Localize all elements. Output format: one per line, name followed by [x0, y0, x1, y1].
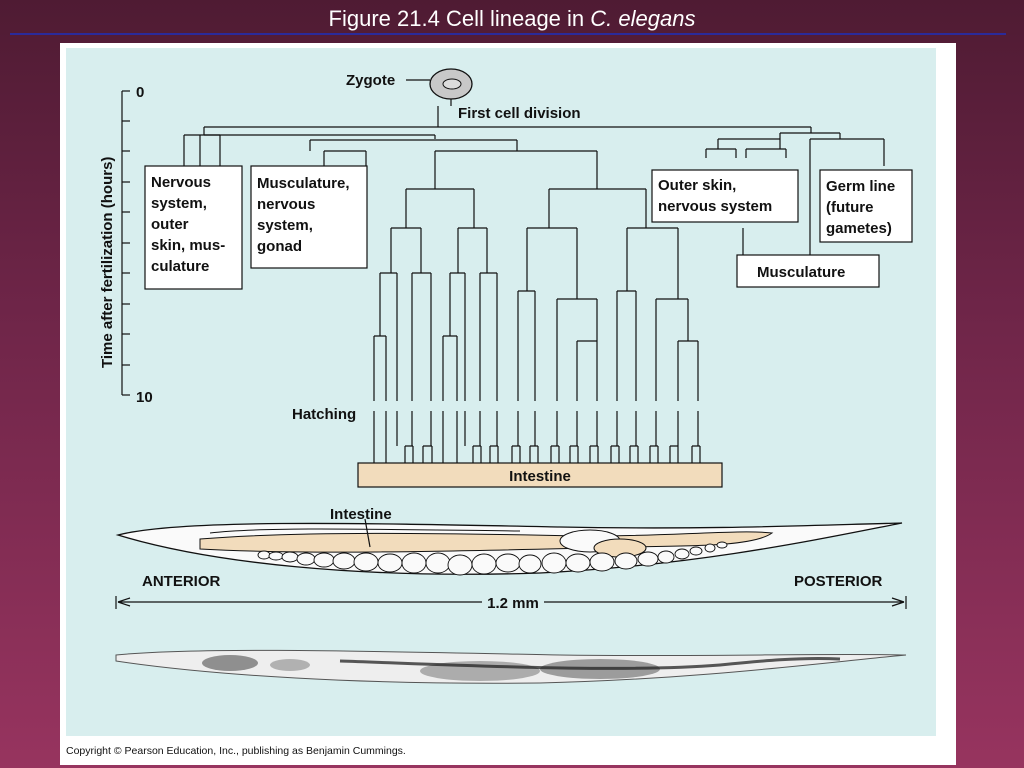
svg-text:Nervous: Nervous — [151, 174, 211, 191]
hatching-gap — [368, 401, 728, 411]
svg-text:gonad: gonad — [257, 238, 302, 255]
intestine-bar — [357, 462, 723, 488]
time-axis-label: Time after fertilization (hours) — [99, 157, 116, 368]
title-text: Figure 21.4 Cell lineage in — [328, 6, 591, 31]
box-musculature: Musculature — [736, 254, 880, 288]
worm-intestine-label: Intestine — [330, 506, 392, 523]
figure-frame: Zygote First cell division 0 10 Time aft… — [60, 43, 956, 765]
title-species: C. elegans — [590, 6, 696, 31]
box-nervous-system: Nervous system, outer skin, mus- culatur… — [144, 165, 243, 290]
svg-text:gametes): gametes) — [826, 220, 892, 237]
svg-text:Musculature: Musculature — [757, 264, 845, 281]
svg-text:Germ line: Germ line — [826, 178, 895, 195]
svg-text:outer: outer — [151, 216, 189, 233]
box-outer-skin: Outer skin, nervous system — [651, 169, 799, 223]
first-division-label: First cell division — [458, 105, 581, 122]
cell-lineage-diagram: Zygote First cell division 0 10 Time aft… — [99, 68, 913, 684]
slide-title: Figure 21.4 Cell lineage in C. elegans — [0, 6, 1024, 32]
scale-bar — [115, 596, 907, 609]
svg-text:nervous: nervous — [257, 196, 315, 213]
copyright-text: Copyright © Pearson Education, Inc., pub… — [66, 745, 406, 757]
intestine-pointer — [364, 518, 371, 548]
intestine-bar-label: Intestine — [509, 468, 571, 485]
svg-text:skin, mus-: skin, mus- — [151, 237, 225, 254]
svg-text:Musculature,: Musculature, — [257, 175, 350, 192]
title-rule — [10, 33, 1006, 35]
svg-text:(future: (future — [826, 199, 874, 216]
figure-panel — [66, 48, 936, 736]
lineage-tree — [183, 99, 885, 463]
time-axis — [121, 90, 130, 396]
zygote-label: Zygote — [346, 72, 395, 89]
posterior-label: POSTERIOR — [794, 573, 883, 590]
worm-oocytes — [257, 541, 728, 576]
svg-text:culature: culature — [151, 258, 209, 275]
svg-text:nervous system: nervous system — [658, 198, 772, 215]
zygote-nucleus — [442, 78, 462, 90]
svg-text:system,: system, — [151, 195, 207, 212]
box-germ-line: Germ line (future gametes) — [819, 169, 913, 243]
anterior-label: ANTERIOR — [142, 573, 221, 590]
scale-label: 1.2 mm — [487, 595, 539, 612]
time-tick-10: 10 — [136, 389, 153, 406]
svg-text:Outer skin,: Outer skin, — [658, 177, 736, 194]
worm-micrograph — [115, 649, 907, 684]
hatching-label: Hatching — [292, 406, 356, 423]
svg-text:system,: system, — [257, 217, 313, 234]
time-tick-0: 0 — [136, 84, 144, 101]
box-musculature-gonad: Musculature, nervous system, gonad — [250, 165, 368, 269]
